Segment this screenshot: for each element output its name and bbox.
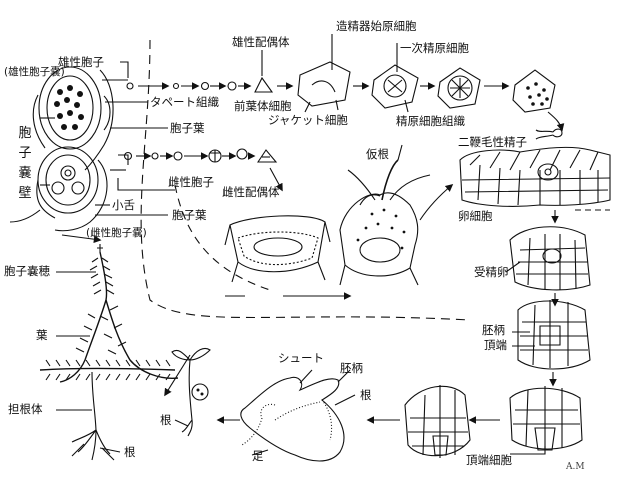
label-sporangium-wall-3: 嚢 <box>18 166 32 181</box>
label-egg-cell: 卵細胞 <box>458 209 493 223</box>
dashed-cycle-outer <box>140 39 471 321</box>
female-development-sequence <box>136 148 283 192</box>
label-root-seedling: 根 <box>160 413 172 427</box>
label-tapetum: タペート組織 <box>150 95 219 109</box>
label-apical-cell: 頂端細胞 <box>466 453 512 467</box>
adult-plant <box>39 244 179 461</box>
male-sporangium <box>32 66 114 171</box>
label-female-sporangium: (雌性胞子嚢) <box>86 227 147 239</box>
male-development-sequence <box>138 61 565 140</box>
label-suspensor-embryo: 胚柄 <box>340 361 363 375</box>
female-sporangium <box>9 146 108 232</box>
label-primary-spermatogenous: 一次精原細胞 <box>400 41 469 55</box>
apical-embryo-tissue <box>509 386 583 451</box>
older-embryo-tissue <box>404 385 471 458</box>
label-male-spore: 雄性胞子 <box>58 55 104 69</box>
zygote-tissue <box>509 226 591 291</box>
label-female-spore: 雌性胞子 <box>168 175 214 189</box>
female-gametophyte-young <box>224 215 331 283</box>
label-sporangium-wall-4: 壁 <box>18 186 32 201</box>
label-root-plant: 根 <box>124 445 136 459</box>
early-embryo-tissue <box>517 300 591 370</box>
label-sporophyll-upper: 胞子葉 <box>170 121 205 135</box>
label-strobilus: 胞子嚢穂 <box>4 264 50 278</box>
label-spermatogenous-initial: 造精器始原細胞 <box>336 19 417 33</box>
artist-signature: A.M <box>566 462 585 472</box>
label-sporophyll-lower: 胞子葉 <box>172 208 207 222</box>
label-prothallial-cell: 前葉体細胞 <box>234 99 292 113</box>
label-male-gametophyte: 雄性配偶体 <box>232 35 290 49</box>
label-root-embryo: 根 <box>360 388 372 402</box>
dashed-cycle-inner <box>174 184 271 291</box>
label-male-sporangium: (雄性胞子嚢) <box>4 66 65 78</box>
female-gametophyte-mature <box>339 144 431 286</box>
embryo-with-foot <box>240 376 345 462</box>
label-zygote: 受精卵 <box>474 265 509 279</box>
label-biflagellate-sperm: 二鞭毛性精子 <box>458 135 527 149</box>
label-shoot: シュート <box>278 351 324 365</box>
label-spermatogenous-tissue: 精原細胞組織 <box>396 114 465 128</box>
egg-tissue <box>459 146 611 207</box>
label-female-gametophyte: 雌性配偶体 <box>222 185 280 199</box>
label-sporangium-wall-1: 胞 <box>18 126 32 141</box>
seedling <box>171 347 211 437</box>
label-jacket-cell: ジャケット細胞 <box>268 113 348 127</box>
label-ligule: 小舌 <box>112 198 135 212</box>
label-rhizoid: 仮根 <box>366 147 389 161</box>
label-apex: 頂端 <box>484 338 507 352</box>
label-suspensor-right: 胚柄 <box>482 323 505 337</box>
label-rhizophore: 担根体 <box>8 402 43 416</box>
label-leaf: 葉 <box>36 328 48 342</box>
label-sporangium-wall-2: 子 <box>18 146 32 161</box>
label-foot: 足 <box>252 449 264 463</box>
